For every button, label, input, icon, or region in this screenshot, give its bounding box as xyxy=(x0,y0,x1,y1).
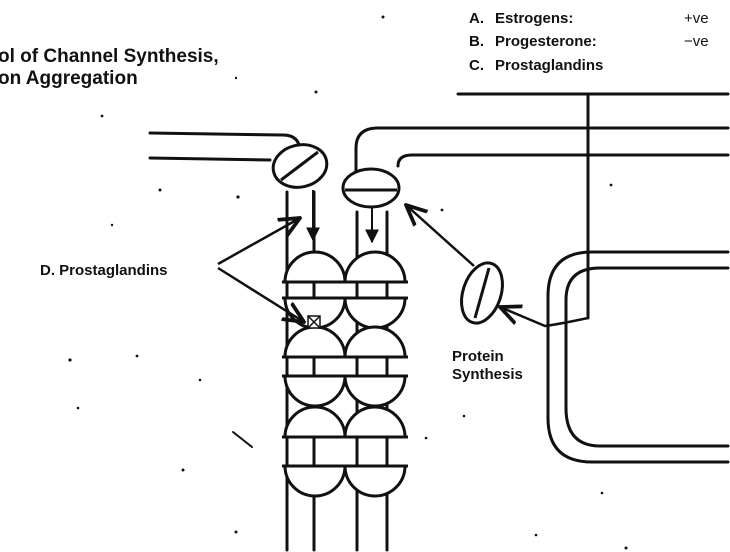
right-tube-inner xyxy=(398,155,728,166)
nucleus-outer xyxy=(548,252,728,462)
subunit-stack-right xyxy=(345,252,405,496)
left-tube-upper xyxy=(150,133,300,152)
vesicle-protein xyxy=(454,258,509,329)
left-tube-lower xyxy=(150,158,270,160)
right-tube-outer xyxy=(356,128,728,175)
vesicle-tilted-left xyxy=(269,140,331,192)
vesicle-horizontal xyxy=(343,169,399,207)
print-scratch xyxy=(233,432,252,447)
nucleus-inner xyxy=(566,268,728,446)
blocked-junction-mark xyxy=(308,316,320,328)
